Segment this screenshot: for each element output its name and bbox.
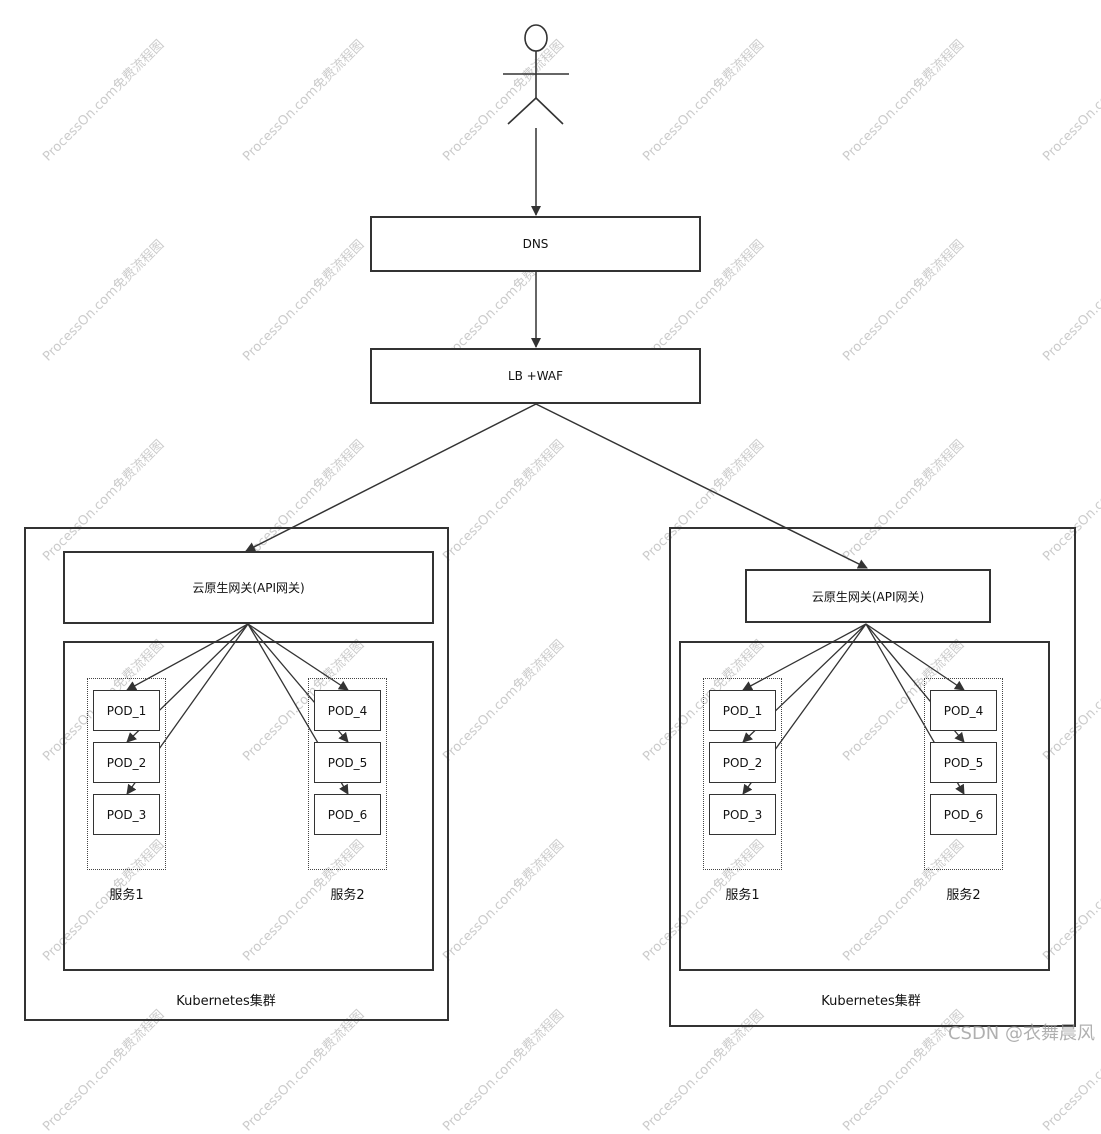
pod-label: POD_5	[943, 755, 984, 770]
pod-label: POD_6	[943, 807, 984, 822]
pod-box: POD_2	[709, 742, 776, 783]
pod-box: POD_4	[930, 690, 997, 731]
service-group-left-2	[308, 678, 387, 870]
dns-box: DNS	[370, 216, 701, 272]
lb-waf-label: LB +WAF	[507, 369, 564, 383]
service-label: 服务2	[946, 888, 981, 903]
service-label: 服务1	[725, 888, 760, 903]
kubernetes-cluster-left	[24, 527, 449, 1021]
pod-label: POD_1	[106, 703, 147, 718]
dns-label: DNS	[522, 237, 549, 251]
api-gateway-label: 云原生网关(API网关)	[811, 589, 925, 604]
api-gateway-label: 云原生网关(API网关)	[192, 581, 305, 595]
kubernetes-cluster-right	[669, 527, 1076, 1027]
pod-box: POD_1	[93, 690, 160, 731]
csdn-watermark: CSDN @衣舞晨风	[947, 1023, 1095, 1044]
pod-label: POD_2	[106, 755, 147, 770]
pod-label: POD_1	[722, 703, 763, 718]
pod-label: POD_5	[327, 755, 368, 770]
pod-label: POD_3	[106, 807, 147, 822]
pod-box: POD_6	[314, 794, 381, 835]
pod-label: POD_4	[327, 703, 368, 718]
pod-box: POD_3	[93, 794, 160, 835]
pod-label: POD_2	[722, 755, 763, 770]
service-area-right	[679, 641, 1050, 971]
pod-box: POD_6	[930, 794, 997, 835]
api-gateway-right: 云原生网关(API网关)	[745, 569, 991, 623]
arrow-lb-to-gateway-right	[535, 403, 868, 569]
pod-box: POD_5	[314, 742, 381, 783]
arrow-lb-to-gateway-left	[245, 403, 537, 552]
arrow-gateway-to-pod	[865, 623, 965, 691]
service-group-right-1	[703, 678, 782, 870]
arrow-gateway-to-pod	[247, 623, 349, 691]
service-label: 服务2	[330, 888, 365, 903]
pod-box: POD_3	[709, 794, 776, 835]
pod-box: POD_5	[930, 742, 997, 783]
lb-waf-box: LB +WAF	[370, 348, 701, 404]
cluster-label: Kubernetes集群	[821, 994, 921, 1009]
pod-label: POD_3	[722, 807, 763, 822]
pod-label: POD_4	[943, 703, 984, 718]
pod-label: POD_6	[327, 807, 368, 822]
pod-box: POD_4	[314, 690, 381, 731]
pod-box: POD_2	[93, 742, 160, 783]
service-label: 服务1	[109, 888, 144, 903]
service-group-left-1	[87, 678, 166, 870]
user-actor-icon	[503, 24, 569, 125]
service-area-left	[63, 641, 434, 971]
pod-box: POD_1	[709, 690, 776, 731]
service-group-right-2	[924, 678, 1003, 870]
api-gateway-left: 云原生网关(API网关)	[63, 551, 434, 624]
cluster-label: Kubernetes集群	[176, 994, 276, 1009]
arrow-gateway-to-pod	[742, 623, 867, 691]
arrow-gateway-to-pod	[126, 623, 249, 691]
